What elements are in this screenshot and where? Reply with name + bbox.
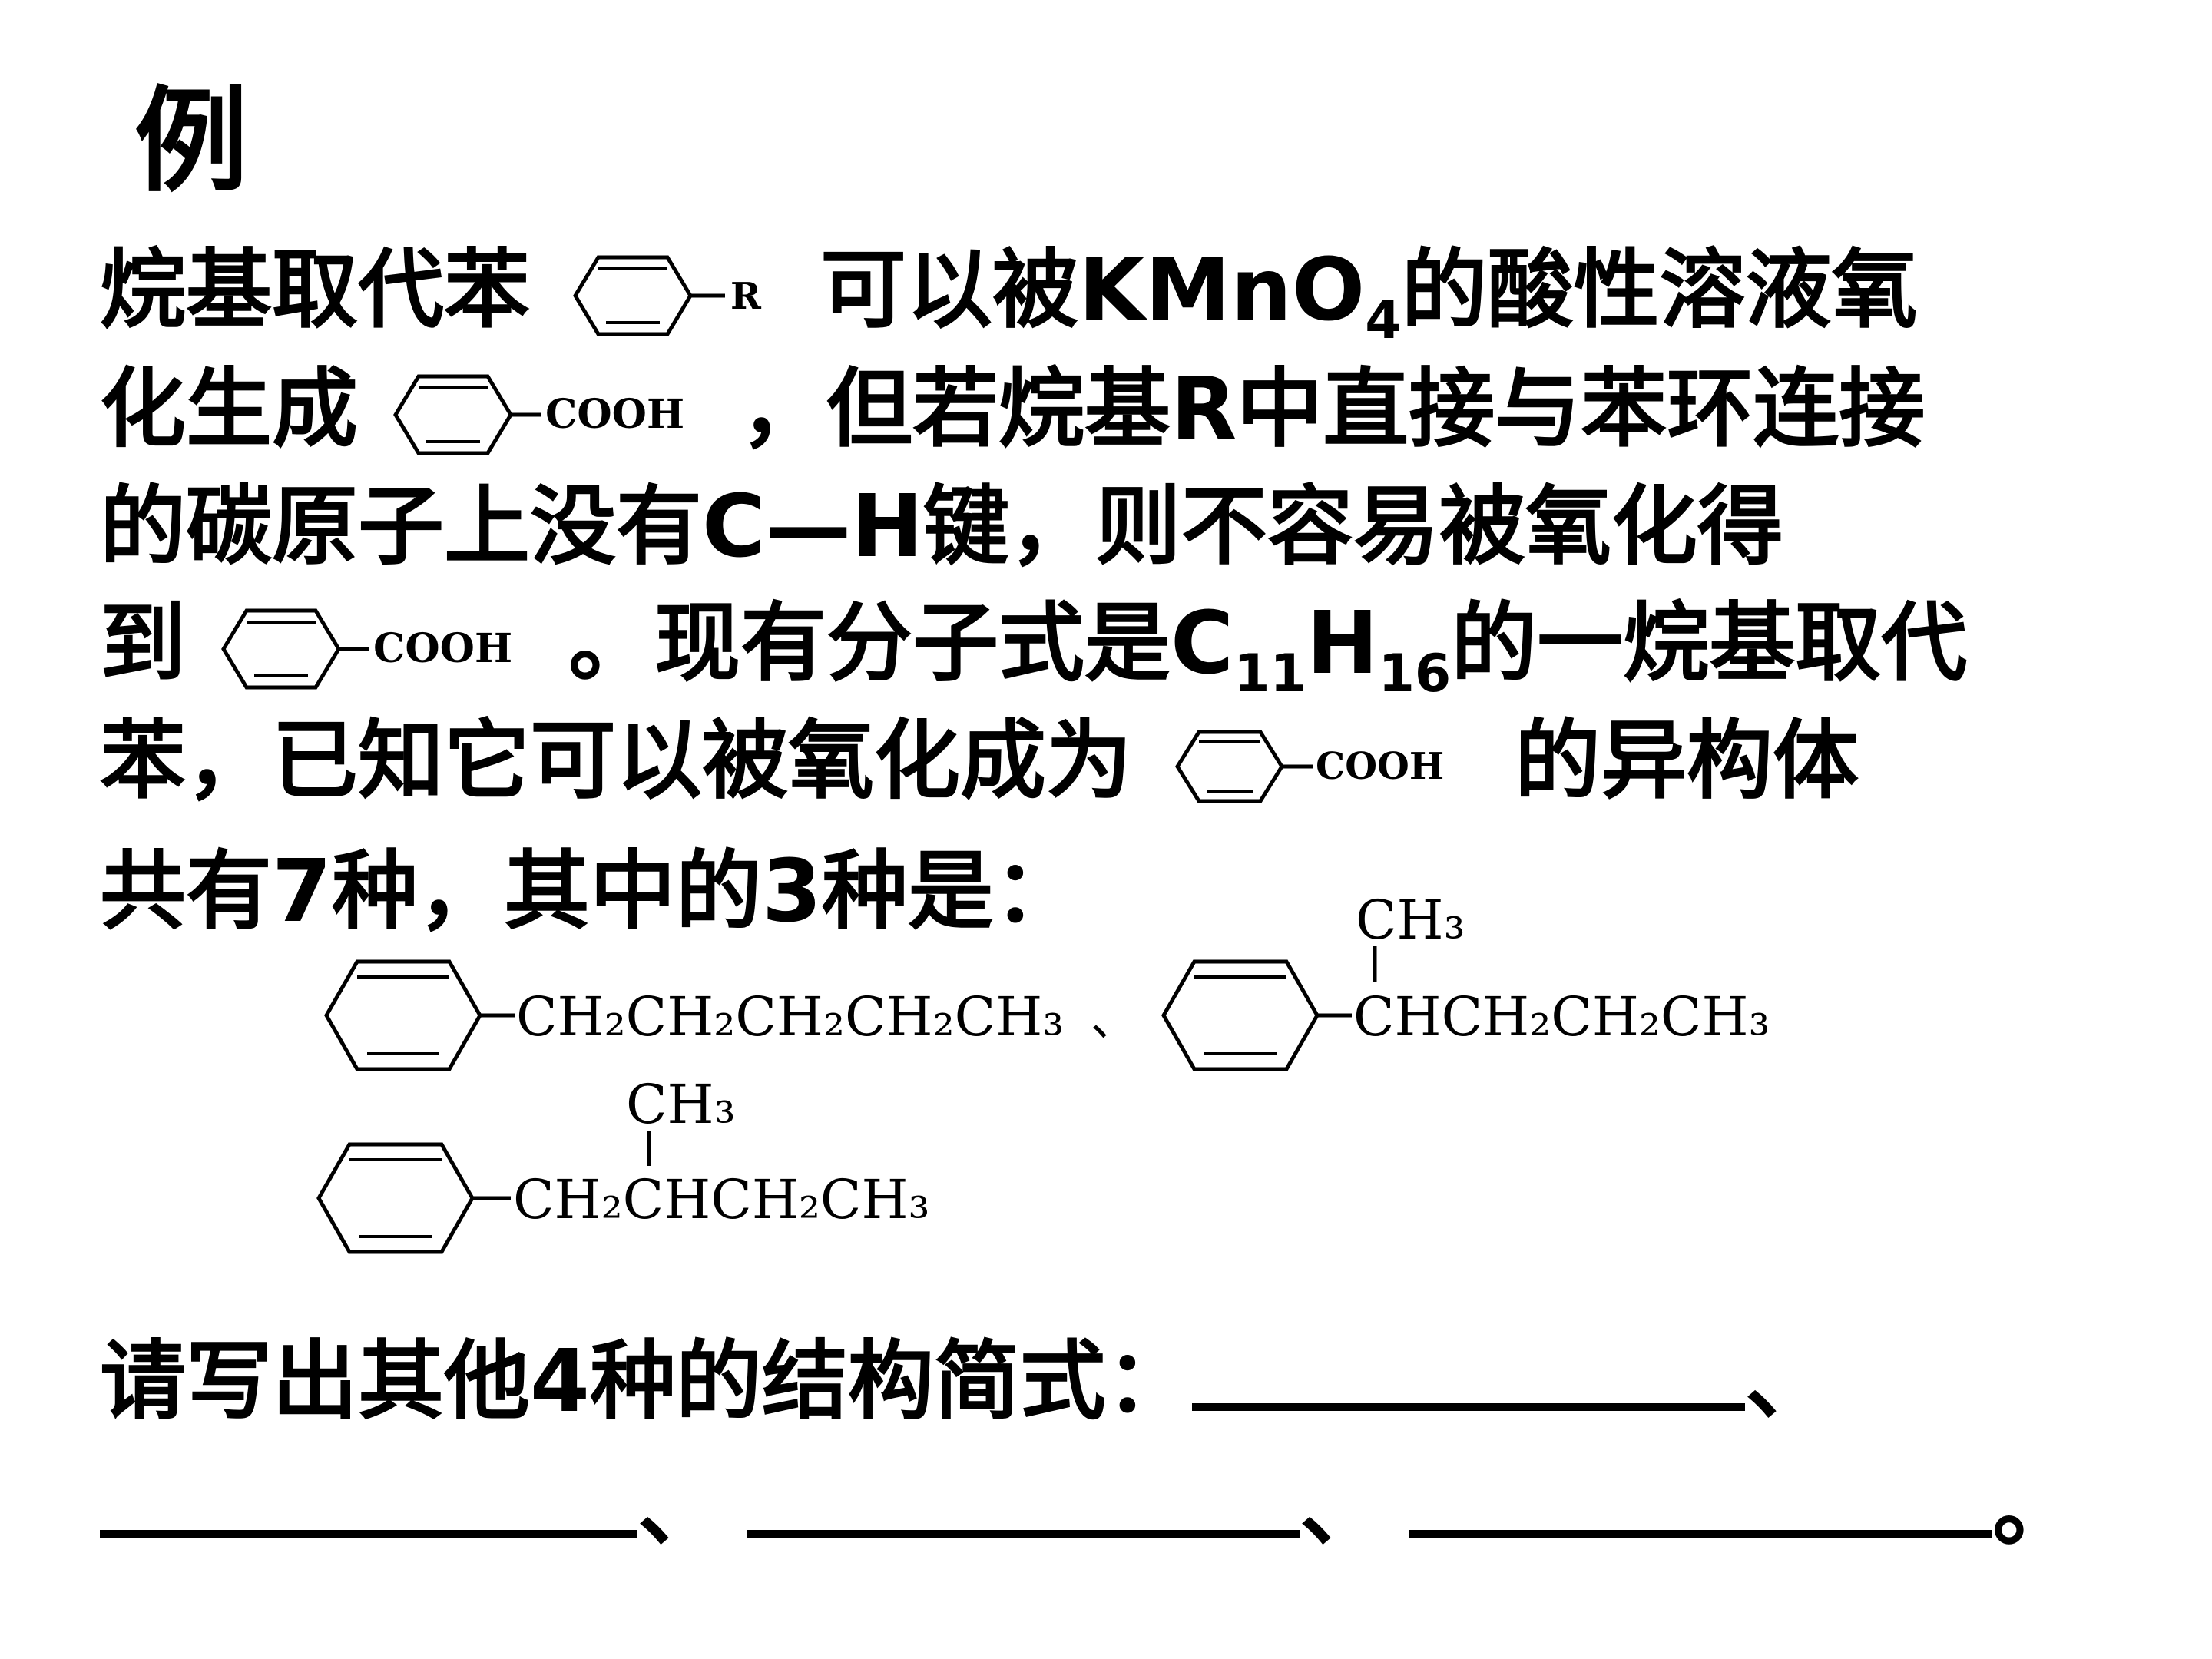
text-segment: 种是： (821, 842, 1080, 942)
answer-blank-4[interactable] (1409, 1459, 1992, 1538)
separator: 、 (1300, 1459, 1386, 1558)
text-segment: 的异构体 (1515, 711, 1859, 811)
benzene-r-icon: R (573, 255, 762, 336)
text-segment: R (1171, 359, 1237, 459)
separator: 、 (637, 1459, 724, 1558)
structure-2-pentylbenzene: CH₃ CHCH₂CH₂CH₃ (1161, 889, 1770, 1071)
benzoic-acid-icon: COOH (221, 608, 512, 690)
question-line-2: 、、。 (100, 1459, 2078, 1551)
text-segment: 化生成 (100, 359, 358, 459)
chain-label: CHCH₂CH₂CH₃ (1353, 985, 1770, 1048)
text-segment: 的酸性溶液氧 (1401, 240, 1918, 340)
chain-label: CH₂CH₂CH₂CH₂CH₃ (516, 985, 1064, 1048)
number: 7 (272, 842, 332, 942)
answer-blank-3[interactable] (747, 1459, 1300, 1538)
ring-substituent-label: R (730, 275, 762, 318)
formula-kmno4: KMnO4 (1078, 240, 1402, 351)
text-line-4: 到 COOH 。现有分子式是C11H16的一烷基取代 (100, 599, 1967, 700)
text-line-3: 的碳原子上没有C—H键，则不容易被氧化得 (100, 484, 1783, 570)
answer-blank-2[interactable] (100, 1459, 637, 1538)
text-line-6: 共有7种，其中的3种是： (100, 849, 1080, 935)
ring-substituent-label: COOH (1316, 745, 1444, 788)
benzoic-acid-icon: COOH (393, 374, 684, 455)
text-line-2: 化生成 COOH ，但若烷基R中直接与苯环连接 (100, 365, 1925, 465)
number: 4 (530, 1332, 590, 1432)
text-segment: 到 (100, 593, 186, 694)
branch-label: CH₃ (1356, 889, 1465, 952)
chain-label: CH₂CHCH₂CH₃ (513, 1168, 930, 1231)
text-line-5: 苯，已知它可以被氧化成为 COOH 的异构体 (100, 718, 1859, 813)
benzoic-acid-icon: COOH (1175, 730, 1444, 803)
text-segment: 可以被 (820, 240, 1078, 340)
text-segment: 中直接与苯环连接 (1237, 359, 1926, 459)
text-segment: 的碳原子上没有 (100, 477, 702, 577)
terminal-period: 。 (1992, 1459, 2078, 1558)
text-segment: 键，则不容易被氧化得 (922, 477, 1783, 577)
text-line-1: 烷基取代苯 R 可以被KMnO4的酸性溶液氧 (100, 246, 1918, 347)
text-segment: 的一烷基取代 (1451, 593, 1968, 694)
number: 3 (761, 842, 822, 942)
text-segment: 共有 (100, 842, 272, 942)
formula-c11h16: C11H16 (1171, 593, 1452, 704)
question-line-1: 请写出其他4种的结构简式：、 (100, 1333, 1831, 1425)
separator: 、 (1744, 1332, 1831, 1432)
separator: 、 (1091, 993, 1137, 1047)
text-segment: 。现有分子式是 (568, 593, 1171, 694)
text-segment: 种的结构简式： (589, 1332, 1192, 1432)
text-segment: 烷基取代苯 (100, 240, 530, 340)
ring-substituent-label: COOH (373, 625, 512, 672)
ring-substituent-label: COOH (545, 391, 684, 438)
bond-label: C—H (702, 477, 923, 577)
structure-2-methylbutylbenzene: CH₃ CH₂CHCH₂CH₃ (316, 1073, 930, 1254)
answer-blank-1[interactable] (1191, 1333, 1745, 1411)
structure-pentylbenzene: CH₂CH₂CH₂CH₂CH₃ 、 (324, 959, 1137, 1071)
page-title: 例 (134, 75, 248, 207)
text-segment: 种，其中的 (331, 842, 762, 942)
branch-label: CH₃ (626, 1073, 736, 1136)
text-segment: 苯，已知它可以被氧化成为 (100, 711, 1132, 811)
text-segment: ，但若烷基 (740, 359, 1171, 459)
text-segment: 请写出其他 (100, 1332, 530, 1432)
